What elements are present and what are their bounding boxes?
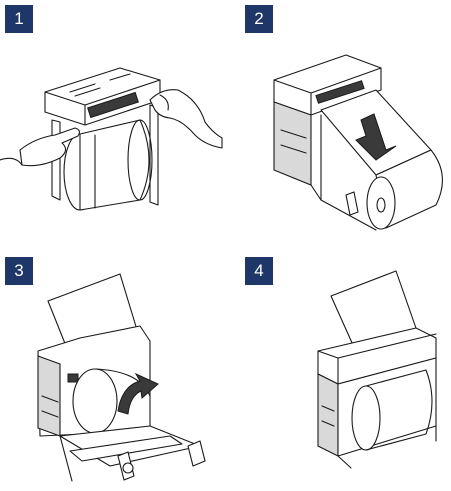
step-1-panel: 1 [0, 0, 225, 245]
step-3-badge: 3 [5, 257, 33, 285]
step-4-badge: 4 [245, 257, 273, 285]
step-2-panel: 2 [226, 0, 451, 245]
step-3-panel: 3 [0, 246, 225, 491]
step-3-illustration [37, 273, 206, 482]
step-2-badge: 2 [245, 5, 273, 33]
vent-slots [69, 73, 131, 97]
step-1-badge: 1 [5, 5, 33, 33]
step-2-illustration [273, 54, 443, 231]
step-1-illustration [0, 67, 223, 211]
step-4-illustration [317, 270, 437, 469]
step-4-panel: 4 [226, 246, 451, 491]
